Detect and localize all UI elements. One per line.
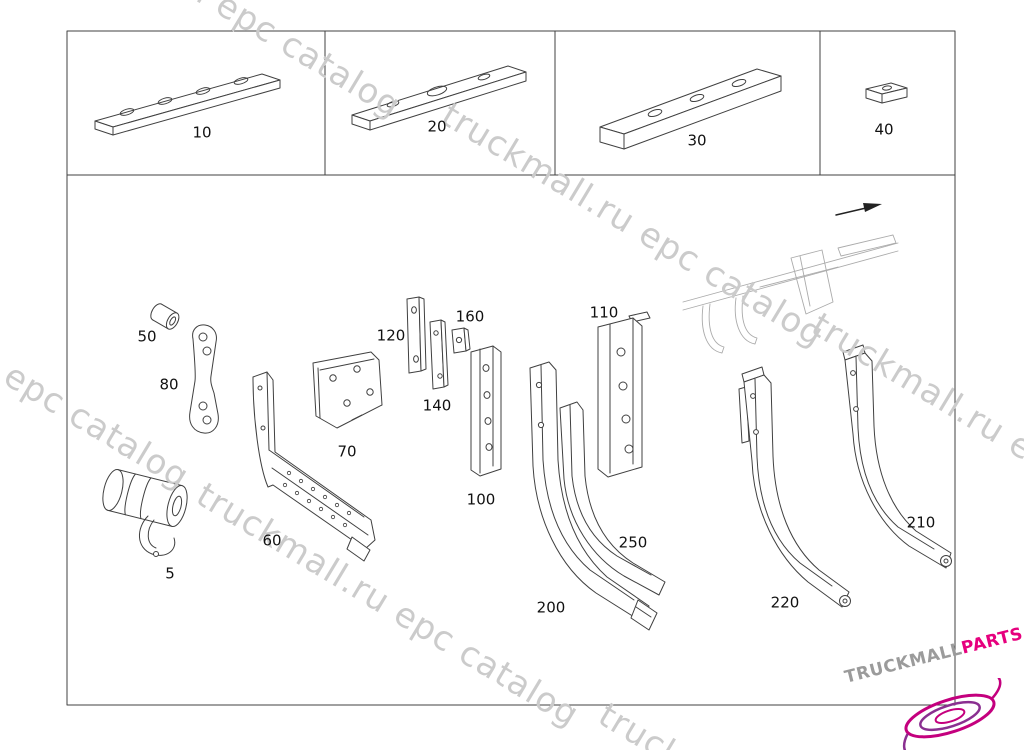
part-70-drawing — [312, 351, 383, 429]
part-label-60: 60 — [262, 531, 282, 550]
part-110-drawing — [597, 311, 651, 478]
part-label-250: 250 — [618, 533, 648, 552]
chassis-reference-sketch — [682, 234, 899, 354]
direction-arrow-icon — [835, 203, 882, 216]
part-160-drawing — [451, 327, 471, 354]
part-label-10: 10 — [192, 123, 212, 142]
part-200-drawing — [529, 361, 658, 631]
part-5-drawing — [102, 469, 188, 557]
diagram-frame — [66, 30, 956, 706]
part-140-drawing — [429, 319, 449, 390]
part-220-drawing — [738, 366, 851, 608]
part-label-20: 20 — [427, 117, 447, 136]
part-label-40: 40 — [874, 120, 894, 139]
part-label-220: 220 — [770, 593, 800, 612]
part-20-drawing — [351, 65, 527, 131]
part-60-drawing — [252, 371, 376, 562]
part-label-120: 120 — [376, 326, 406, 345]
part-label-100: 100 — [466, 490, 496, 509]
part-80-drawing — [189, 324, 219, 434]
part-210-drawing — [842, 344, 952, 569]
part-label-160: 160 — [455, 307, 485, 326]
brand-logo-swirl-icon — [902, 678, 1002, 750]
part-label-200: 200 — [536, 598, 566, 617]
part-label-50: 50 — [137, 327, 157, 346]
part-250-drawing — [559, 401, 666, 596]
part-100-drawing — [470, 345, 502, 477]
part-label-110: 110 — [589, 303, 619, 322]
part-label-140: 140 — [422, 396, 452, 415]
part-label-30: 30 — [687, 131, 707, 150]
part-40-drawing — [865, 82, 908, 104]
part-label-210: 210 — [906, 513, 936, 532]
part-10-drawing — [94, 73, 281, 136]
part-label-5: 5 — [165, 564, 175, 583]
part-50-drawing — [150, 303, 180, 330]
part-label-70: 70 — [337, 442, 357, 461]
part-120-drawing — [406, 296, 427, 374]
part-30-drawing — [599, 68, 782, 150]
part-label-80: 80 — [159, 375, 179, 394]
